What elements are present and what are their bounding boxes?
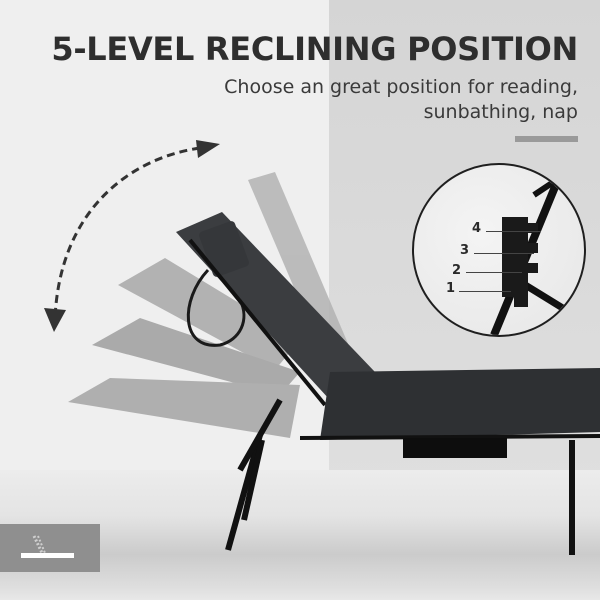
accent-divider — [515, 136, 578, 142]
level-label-4: 4 — [472, 221, 482, 236]
ghost-back-upright — [248, 172, 355, 372]
ghost-back-high — [118, 258, 300, 370]
floor-shadow — [0, 470, 600, 600]
subheadline: Choose an great position for reading, su… — [218, 75, 578, 125]
thumbnail-seat-bar — [21, 553, 74, 558]
ghost-back-mid — [92, 318, 300, 395]
seat-bed — [299, 368, 600, 458]
level-leader-4 — [486, 231, 541, 232]
headline: 5-LEVEL RECLINING POSITION — [51, 30, 578, 68]
head-pillow — [199, 221, 249, 277]
main-backrest — [176, 212, 375, 407]
under-pocket — [403, 438, 507, 458]
subheadline-line-1: Choose an great position for reading, — [224, 76, 578, 98]
reclined-lounger-thumbnail-icon — [0, 524, 100, 572]
subheadline-line-2: sunbathing, nap — [423, 101, 578, 123]
pillow-strap — [186, 268, 246, 347]
recline-adjuster-detail-inset: 4 3 2 1 — [412, 163, 586, 337]
front-leg-left — [225, 434, 263, 551]
thumbnail-backrest-icon — [32, 535, 46, 554]
level-label-2: 2 — [452, 263, 462, 278]
level-leader-1 — [459, 291, 511, 292]
level-leader-3 — [474, 253, 534, 254]
double-arrow-arc-icon — [44, 140, 220, 332]
ghost-back-low — [68, 378, 300, 438]
chair-legs — [225, 398, 575, 555]
ghost-positions — [68, 172, 355, 438]
level-leader-2 — [466, 272, 522, 273]
level-label-3: 3 — [460, 243, 470, 258]
adjuster-bracket-icon — [490, 165, 581, 335]
level-label-1: 1 — [446, 281, 456, 296]
backrest-frame — [188, 238, 327, 407]
